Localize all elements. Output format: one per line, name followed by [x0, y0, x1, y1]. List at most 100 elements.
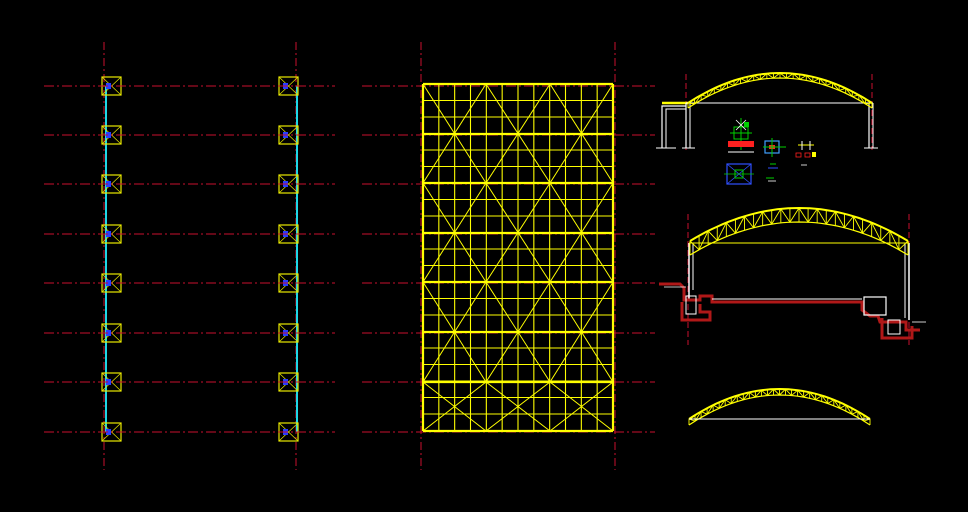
web-diagonal — [785, 388, 792, 396]
web-diagonal — [689, 240, 700, 251]
arch-truss — [689, 206, 909, 256]
web-diagonal — [694, 411, 702, 422]
cross-section — [659, 206, 926, 345]
anchor-plan-detail — [724, 163, 754, 185]
web-diagonal — [827, 399, 835, 404]
web-diagonal — [737, 395, 744, 401]
web-diagonal — [839, 87, 846, 91]
web-diagonal — [767, 388, 774, 396]
arch-truss — [687, 71, 873, 109]
foundation — [659, 282, 920, 332]
web-diagonal — [720, 82, 728, 91]
anchor-bolt — [106, 83, 111, 89]
foundation-plan-right — [278, 42, 299, 470]
truss-members — [421, 82, 615, 433]
arch-truss — [688, 387, 871, 426]
bolt-detail — [795, 141, 816, 166]
web-diagonal — [714, 87, 721, 91]
web-diagonal — [759, 73, 768, 80]
web-diagonal — [858, 94, 866, 105]
web-diagonal — [753, 211, 764, 228]
web-diagonal — [845, 404, 853, 415]
web-diagonal — [700, 411, 708, 415]
web-diagonal — [780, 208, 791, 223]
equipment-box — [863, 296, 887, 316]
web-diagonal — [701, 94, 708, 97]
web-diagonal — [809, 392, 817, 401]
cross-brace — [549, 281, 614, 383]
web-diagonal — [798, 207, 809, 223]
web-diagonal — [733, 78, 741, 86]
web-diagonal — [832, 82, 840, 91]
footing-right-core — [887, 319, 901, 335]
foundation-plan-left — [101, 42, 122, 470]
web-diagonal — [694, 94, 702, 105]
web-diagonal — [821, 395, 829, 404]
cross-brace — [549, 182, 614, 283]
web-diagonal — [753, 75, 761, 80]
cross-brace — [549, 381, 614, 432]
web-diagonal — [889, 230, 900, 250]
footing-diagonal — [278, 372, 299, 392]
footing-diagonal — [278, 422, 299, 442]
web-diagonal — [727, 82, 735, 86]
web-diagonal — [766, 73, 774, 79]
web-diagonal — [707, 88, 715, 97]
connection-detail — [763, 138, 786, 182]
anchor-bolt — [106, 231, 111, 237]
web-diagonal — [857, 411, 865, 422]
web-diagonal — [724, 399, 732, 404]
web-diagonal — [706, 404, 714, 415]
web-diagonal — [799, 75, 807, 80]
front-elevation — [656, 71, 878, 150]
footing-left-core — [685, 295, 697, 315]
web-diagonal — [716, 222, 727, 241]
footing-right — [880, 318, 914, 340]
web-diagonal — [797, 389, 804, 398]
anchor-bolt — [106, 132, 111, 138]
web-diagonal — [825, 211, 836, 225]
footing-diagonal — [278, 76, 299, 96]
web-diagonal — [898, 240, 909, 251]
web-diagonal — [761, 389, 768, 396]
web-diagonal — [740, 78, 748, 83]
web-diagonal — [803, 391, 810, 398]
roof-truss-plan — [420, 42, 616, 470]
footing-diagonal — [278, 273, 299, 293]
web-diagonal — [779, 388, 786, 396]
web-diagonal — [792, 73, 801, 80]
anchor-bolt — [106, 379, 111, 385]
bottom-chord — [688, 394, 871, 426]
footing-left — [680, 302, 712, 322]
cross-brace — [422, 281, 487, 383]
web-diagonal — [707, 230, 718, 241]
web-diagonal — [807, 208, 818, 223]
web-diagonal — [786, 73, 794, 79]
web-diagonal — [718, 399, 726, 409]
web-diagonal — [773, 388, 780, 396]
web-diagonal — [862, 222, 873, 234]
web-diagonal — [880, 230, 891, 241]
anchor-bolt — [106, 429, 111, 435]
side-wall — [661, 105, 686, 148]
footing-diagonal — [278, 323, 299, 343]
cross-brace — [422, 381, 487, 432]
cross-brace — [422, 182, 487, 283]
web-diagonal — [730, 395, 738, 404]
web-diagonal — [698, 230, 709, 250]
web-diagonal — [762, 211, 773, 225]
web-diagonal — [815, 395, 822, 401]
footing-group — [101, 76, 122, 442]
web-diagonal — [833, 399, 841, 409]
web-diagonal — [851, 411, 859, 415]
cross-brace — [422, 83, 487, 184]
web-diagonal — [744, 215, 754, 229]
web-diagonal — [819, 78, 827, 86]
web-diagonal — [812, 78, 820, 83]
cross-brace — [485, 281, 551, 383]
bottom-chord — [689, 221, 909, 256]
web-diagonal — [839, 404, 847, 409]
web-diagonal — [791, 389, 798, 396]
anchor-bolt — [106, 330, 111, 336]
